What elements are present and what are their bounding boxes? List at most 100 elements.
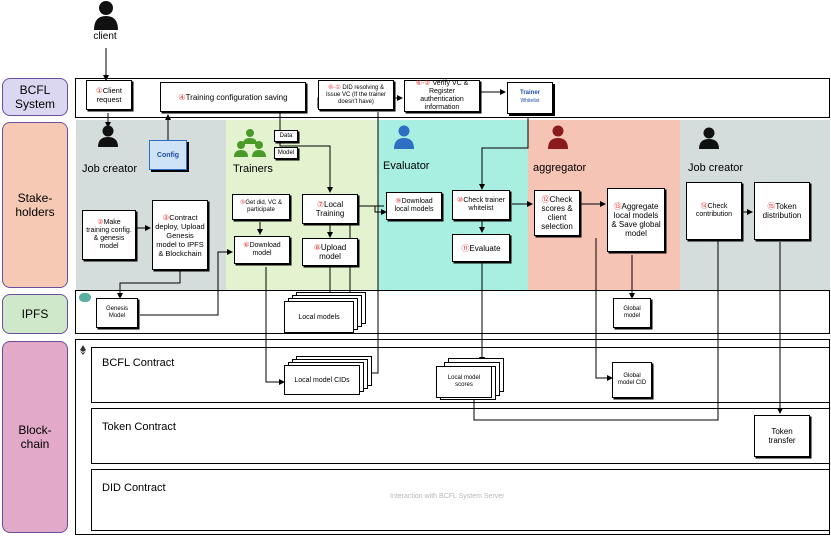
token-distribution-text: ⑮Token distribution (757, 202, 807, 220)
lane-label-stakeholders: Stake-holders (2, 122, 68, 288)
model-item-label: Model (277, 149, 295, 156)
local-model-scores-box: Local model scores (436, 366, 492, 398)
genesis-model-label: Genesis Model (105, 306, 128, 319)
step-number: ⑬ (613, 202, 622, 211)
step-number: ⑪ (461, 243, 470, 253)
client-request-label: Client request (96, 86, 122, 104)
contract-deploy-box: ③Contract deploy, Upload Genesis model t… (152, 200, 208, 270)
aggregate-label: Aggregate local models & Save global mod… (611, 202, 661, 238)
check-scores-box: ⑫Check scores & client selection (534, 190, 580, 236)
trainer-whitelist-doc: Trainer Whitelist (507, 82, 553, 114)
evaluate-text: ⑪Evaluate (461, 244, 500, 253)
check-contribution-text: ⑭Check contribution (689, 203, 739, 219)
footnote: Interaction with BCFL System Server (390, 493, 505, 500)
config-document-icon: Config (149, 140, 187, 170)
bcfl-contract-title: BCFL Contract (102, 357, 175, 369)
aggregate-box: ⑬Aggregate local models & Save global mo… (607, 188, 665, 252)
check-scores-label: Check scores & client selection (541, 195, 573, 231)
check-whitelist-box: ⑩Check trainer whitelist (452, 190, 510, 220)
trainers-group-icon (234, 129, 266, 157)
local-training-text: ⑦Local Training (305, 200, 355, 218)
get-did-box: ⑤Get did, VC & participate (232, 194, 290, 220)
did-contract-frame (91, 469, 830, 531)
step-number: ⑥-② (415, 80, 431, 87)
job-creator-label: Job creator (82, 163, 138, 175)
model-item: Model (274, 147, 298, 159)
get-did-label: Get did, VC & participate (245, 200, 283, 213)
client-request-text: ①Client request (89, 86, 129, 104)
did-contract-title: DID Contract (102, 482, 166, 494)
job-creator-right-person-icon (699, 127, 719, 149)
global-model-cid-label: Global model CID (617, 373, 647, 386)
lane-label-system-text: BCFL System (15, 83, 56, 111)
download-local-box: ⑨Download local models (386, 192, 442, 220)
upload-model-box: ⑧Upload model (302, 238, 358, 266)
trainers-label: Trainers (233, 163, 273, 175)
aggregator-person-icon (548, 125, 568, 149)
step-number: ② (97, 219, 104, 226)
did-resolving-text: ⑥-① DID resolving & Issue VC (If the tra… (321, 85, 391, 106)
token-contract-frame (91, 408, 830, 464)
lane-label-ipfs-text: IPFS (21, 307, 49, 321)
evaluate-box: ⑪Evaluate (452, 234, 510, 262)
job-creator-person-icon (98, 125, 118, 147)
step-number: ⑤ (239, 200, 246, 206)
aggregate-text: ⑬Aggregate local models & Save global mo… (610, 202, 662, 238)
step-number: ⑥-① (327, 84, 341, 91)
global-model-box: Global model (613, 298, 651, 328)
genesis-model-box: Genesis Model (96, 298, 138, 328)
step-number: ⑫ (541, 195, 550, 204)
job-creator-right-label: Job creator (688, 162, 744, 174)
global-model-cid-box: Global model CID (612, 362, 652, 398)
step-number: ⑮ (767, 202, 776, 211)
download-model-label: Download model (249, 242, 281, 257)
lane-label-blockchain-text: Block-chain (18, 423, 52, 451)
contract-deploy-label: Contract deploy, Upload Genesis model to… (155, 212, 205, 258)
local-models-box: Local models (284, 301, 354, 333)
trainer-whitelist-title: Trainer (519, 90, 540, 96)
verify-vc-text: ⑥-② Verify VC & Register authentication … (407, 80, 477, 112)
download-local-text: ⑨Download local models (389, 198, 439, 214)
ethereum-icon (80, 342, 86, 355)
step-number: ④ (178, 92, 186, 102)
get-did-text: ⑤Get did, VC & participate (235, 200, 287, 214)
upload-model-text: ⑧Upload model (305, 243, 355, 261)
ipfs-icon (79, 293, 91, 302)
step-number: ③ (162, 212, 170, 222)
make-config-label: Make training config. & genesis model (86, 219, 132, 250)
step-number: ⑩ (457, 197, 464, 204)
verify-vc-label: Verify VC & Register authentication info… (420, 80, 469, 111)
evaluator-label: Evaluator (383, 160, 430, 172)
check-scores-text: ⑫Check scores & client selection (537, 195, 577, 231)
lane-label-system: BCFL System (2, 78, 68, 116)
step-number: ⑭ (700, 203, 708, 210)
person-icon (94, 1, 118, 30)
check-contribution-label: Check contribution (695, 203, 733, 218)
evaluate-label: Evaluate (469, 243, 501, 253)
did-resolving-label: DID resolving & Issue VC (If the trainer… (325, 84, 387, 105)
verify-vc-box: ⑥-② Verify VC & Register authentication … (404, 80, 480, 112)
step-number: ① (96, 86, 103, 95)
download-model-text: ⑥Download model (237, 242, 287, 258)
training-config-box: ④Training configuration saving (160, 82, 306, 112)
token-transfer-label: Token transfer (768, 427, 796, 445)
step-number: ⑦ (316, 200, 325, 209)
lane-label-ipfs: IPFS (2, 294, 68, 334)
config-document-label: Config (156, 151, 180, 159)
local-model-cids-box: Local model CIDs (284, 365, 360, 395)
global-model-label: Global model (623, 306, 641, 319)
training-config-text: ④Training configuration saving (178, 93, 287, 102)
step-number: ⑨ (395, 198, 402, 205)
evaluator-person-icon (394, 125, 414, 149)
upload-model-label: Upload model (319, 243, 347, 261)
token-transfer-box: Token transfer (754, 415, 810, 457)
ipfs-lane (75, 290, 830, 334)
lane-label-blockchain: Block-chain (2, 341, 68, 533)
did-resolving-box: ⑥-① DID resolving & Issue VC (If the tra… (318, 80, 394, 110)
token-distribution-box: ⑮Token distribution (754, 182, 810, 240)
client-label: client (93, 31, 117, 42)
check-whitelist-label: Check trainer whitelist (463, 197, 505, 212)
trainer-whitelist-subtitle: Whitelist (520, 98, 540, 104)
aggregator-label: aggregator (533, 162, 587, 174)
